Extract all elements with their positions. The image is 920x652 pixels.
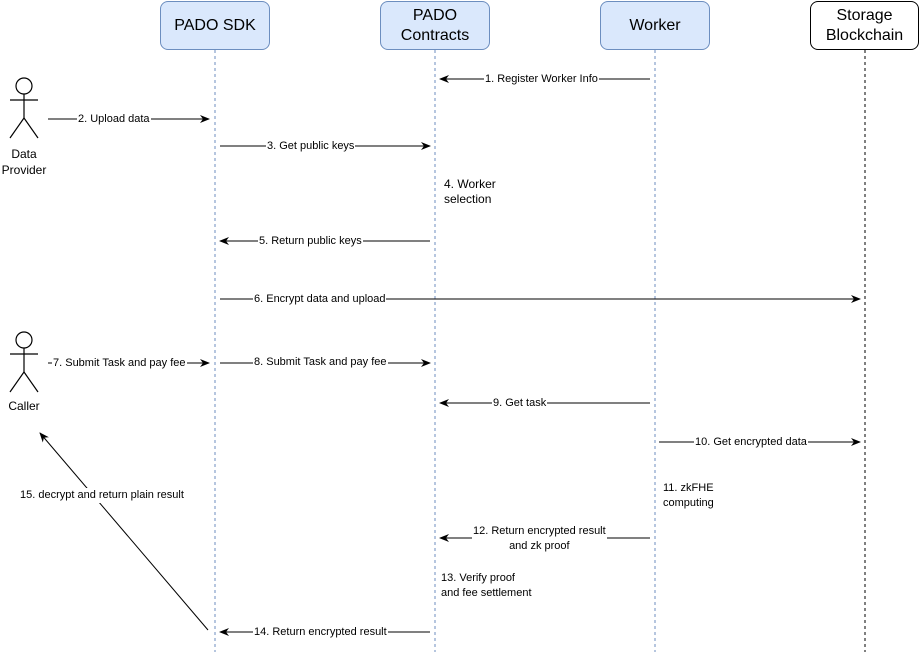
- message-10-label: 10. Get encrypted data: [694, 435, 808, 450]
- participant-worker: Worker: [600, 1, 710, 50]
- arrow-15-decrypt-return: [39, 432, 209, 631]
- caller-actor-icon: [9, 331, 39, 393]
- message-12-label: 12. Return encrypted result and zk proof: [472, 524, 607, 554]
- note-13-verify-proof: 13. Verify proof and fee settlement: [441, 572, 532, 599]
- participant-pado-sdk: PADO SDK: [160, 1, 270, 50]
- data-provider-actor-icon: [9, 77, 39, 139]
- participant-storage-blockchain: Storage Blockchain: [810, 1, 919, 50]
- data-provider-label: Data Provider: [1, 147, 47, 177]
- message-6-label: 6. Encrypt data and upload: [253, 292, 387, 307]
- message-8-label: 8. Submit Task and pay fee: [253, 355, 388, 370]
- message-2-label: 2. Upload data: [77, 112, 151, 127]
- message-14-label: 14. Return encrypted result: [253, 625, 388, 640]
- note-4-worker-selection: 4. Worker selection: [444, 177, 496, 206]
- message-1-label: 1. Register Worker Info: [484, 72, 599, 87]
- message-3-label: 3. Get public keys: [266, 139, 356, 154]
- message-15-label: 15. decrypt and return plain result: [19, 488, 185, 503]
- message-9-label: 9. Get task: [492, 396, 548, 411]
- participant-pado-contracts: PADO Contracts: [380, 1, 490, 50]
- caller-label: Caller: [8, 399, 40, 413]
- message-5-label: 5. Return public keys: [258, 234, 363, 249]
- note-11-zkfhe-computing: 11. zkFHE computing: [663, 482, 714, 509]
- message-7-label: 7. Submit Task and pay fee: [52, 356, 187, 371]
